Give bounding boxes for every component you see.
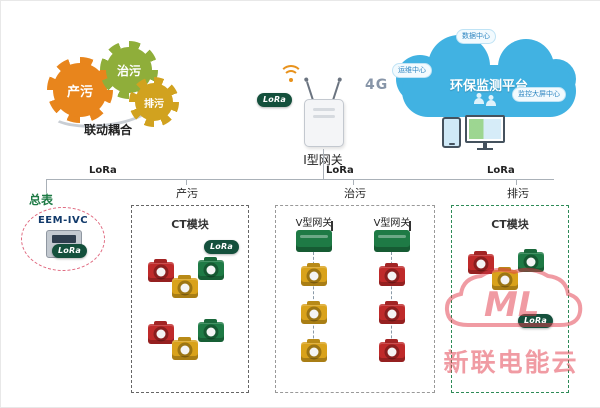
ct-module-green-icon: [518, 252, 544, 272]
lora-badge: LoRa: [204, 240, 239, 254]
gear-paiwu-icon: 排污: [129, 77, 179, 127]
bus-lora-right: LoRa: [487, 165, 515, 176]
ct-module-red-icon: [379, 266, 405, 286]
zone-label-paiwu: 排污: [504, 185, 532, 201]
vgateway-label: V型网关: [373, 218, 411, 229]
gear-label: 产污: [53, 63, 107, 117]
meter-group: EEM-IVC LoRa: [21, 207, 105, 271]
vgateway-device: [374, 221, 411, 252]
monitor-icon: [465, 115, 505, 148]
person-icon: [486, 95, 496, 106]
meter-drop-line: [46, 179, 47, 193]
bus-lora-center: LoRa: [326, 165, 354, 176]
cloud-title: 环保监测平台: [449, 79, 528, 94]
phone-icon: [442, 117, 461, 148]
cloud-platform: 环保监测平台 数据中心 运维中心 监控大屏中心: [392, 29, 584, 129]
ct-module-label: CT模块: [171, 218, 209, 231]
ct-module-red-icon: [468, 254, 494, 274]
meter-label: 总表: [29, 193, 54, 207]
antenna-icon: [331, 81, 341, 101]
ct-module-yellow-icon: [301, 266, 327, 286]
ct-module-label: CT模块: [491, 218, 529, 231]
cloud-node-ops: 运维中心: [392, 63, 432, 78]
gateway-label: I型网关: [303, 153, 343, 167]
ct-module-yellow-icon: [172, 278, 198, 298]
4g-icon: 4G: [365, 77, 389, 93]
ct-module-yellow-icon: [301, 304, 327, 324]
gear-chanwu-icon: 产污: [47, 57, 113, 123]
bus-lora-left: LoRa: [89, 165, 117, 176]
box-chanwu: CT模块 LoRa: [131, 205, 249, 393]
ct-module-red-icon: [379, 342, 405, 362]
lora-badge: LoRa: [52, 244, 87, 258]
cloud-node-bigscreen: 监控大屏中心: [512, 87, 566, 102]
lora-badge: LoRa: [518, 314, 553, 328]
lora-badge: LoRa: [257, 93, 292, 107]
ct-module-red-icon: [379, 304, 405, 324]
zone-label-chanwu: 产污: [173, 185, 201, 201]
box-paiwu: CT模块 LoRa: [451, 205, 569, 393]
wifi-icon: [279, 65, 303, 85]
ct-module-yellow-icon: [172, 340, 198, 360]
vgateway-device: [296, 221, 333, 252]
zone-label-zhiwu: 治污: [341, 185, 369, 201]
ct-module-yellow-icon: [492, 270, 518, 290]
ct-module-red-icon: [148, 324, 174, 344]
ct-module-red-icon: [148, 262, 174, 282]
person-icon: [474, 93, 484, 104]
antenna-icon: [305, 81, 315, 101]
cloud-node-datacenter: 数据中心: [456, 29, 496, 44]
meter-model: EEM-IVC: [37, 215, 89, 226]
ct-module-green-icon: [198, 322, 224, 342]
box-zhiwu: V型网关 V型网关: [275, 205, 435, 393]
gateway-device: [304, 99, 344, 147]
ct-module-green-icon: [198, 260, 224, 280]
gear-caption: 联动耦合: [83, 123, 132, 137]
ct-module-yellow-icon: [301, 342, 327, 362]
vgateway-label: V型网关: [295, 218, 333, 229]
gateway-drop-line: [323, 149, 324, 179]
gear-label: 排污: [135, 83, 173, 121]
lora-bus-line: [46, 179, 554, 180]
